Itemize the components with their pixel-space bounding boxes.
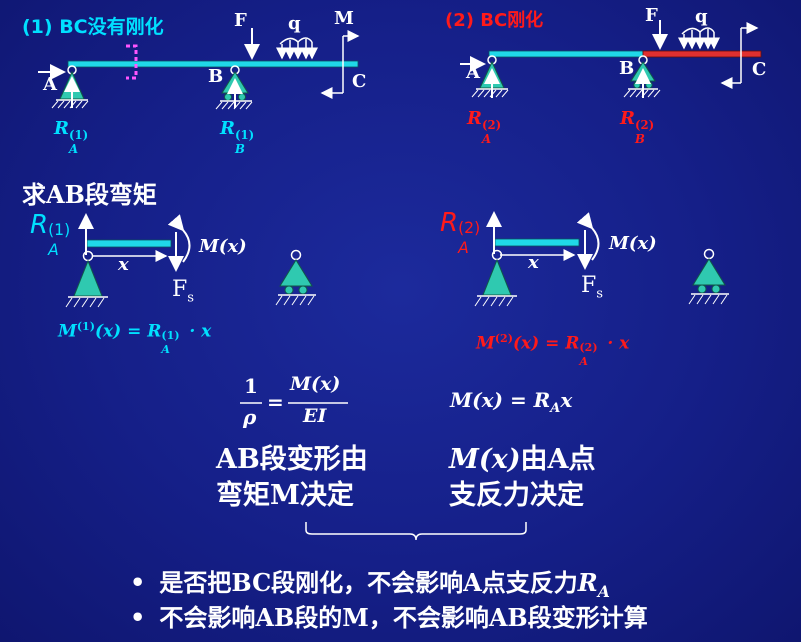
beam-bc-rigid-red xyxy=(642,50,762,58)
label-f-left: F xyxy=(234,10,247,31)
label-b-left: B xyxy=(208,66,224,87)
fbd-right-shear: Fs xyxy=(581,273,604,302)
distributed-load-q xyxy=(276,37,318,60)
fbd-right-formula: M(2)(x) = R(2)A · x xyxy=(476,332,630,368)
label-b-right: B xyxy=(619,58,635,79)
top-right-beam-diagram xyxy=(460,20,762,98)
moment-equation: M(x) = RAx xyxy=(450,388,573,416)
beam-ab-cyan xyxy=(67,60,359,68)
conclusion-right: M(x)由A点 支反力决定 xyxy=(449,444,596,511)
fbd-right xyxy=(474,211,729,307)
title-right: (2) BC刚化 xyxy=(445,10,544,31)
label-c-left: C xyxy=(352,71,367,92)
label-a-right: A xyxy=(466,62,480,83)
fbd-right-moment: M(x) xyxy=(609,233,657,254)
reaction-ra2: R(2)A xyxy=(467,108,502,146)
reaction-rb2: R(2)B xyxy=(620,108,655,146)
curv-equals: = xyxy=(267,390,284,414)
fbd-left-moment: M(x) xyxy=(199,236,247,257)
conclusion-left: AB段变形由 弯矩M决定 xyxy=(216,444,368,511)
curv-den-left: ρ xyxy=(243,405,257,429)
label-q-left: q xyxy=(288,13,301,34)
fbd-left-x: x xyxy=(118,254,129,275)
label-a-left: A xyxy=(43,74,57,95)
reaction-ra1: R(1)A xyxy=(54,118,89,156)
bullet-2: •不会影响AB段的M，不会影响AB段变形计算 xyxy=(130,603,648,632)
title-left: (1) BC没有刚化 xyxy=(22,16,164,38)
bullet-1: •是否把BC段刚化，不会影响A点支反力RA xyxy=(130,568,610,601)
fbd-left-reaction: R(1)A xyxy=(30,210,71,259)
beam-ab-cyan-2 xyxy=(488,50,644,58)
curv-num-left: 1 xyxy=(244,374,258,398)
top-left-beam-diagram xyxy=(38,28,360,110)
moment-m-symbol xyxy=(320,30,360,99)
fbd-right-reaction: R(2)A xyxy=(440,208,481,257)
fbd-left xyxy=(65,213,316,308)
fbd-right-x: x xyxy=(528,252,539,273)
fbd-left-shear: Fs xyxy=(172,277,195,306)
curv-num-right: M(x) xyxy=(290,373,341,395)
section-title: 求AB段弯矩 xyxy=(22,180,157,209)
curv-den-right: EI xyxy=(303,405,327,427)
fbd-left-formula: M(1)(x) = R(1)A · x xyxy=(58,320,212,356)
label-q-right: q xyxy=(695,6,708,27)
label-f-right: F xyxy=(645,5,658,26)
label-m-left: M xyxy=(334,8,354,29)
underbrace xyxy=(305,522,527,541)
reaction-rb1: R(1)B xyxy=(220,118,255,156)
label-c-right: C xyxy=(752,59,767,80)
